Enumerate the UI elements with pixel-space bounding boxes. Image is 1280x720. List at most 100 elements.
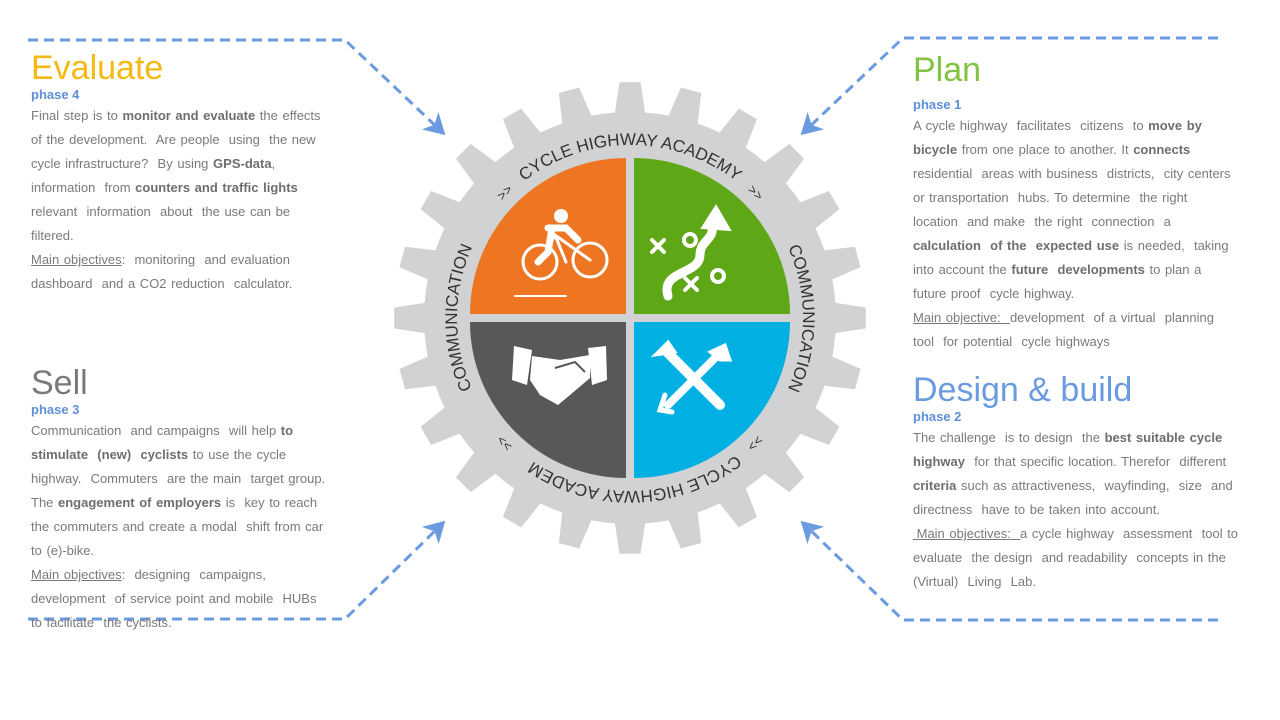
text-line: Main objectives: a cycle highway assessm… [913,522,1263,546]
text-line: development of service point and mobile … [31,587,371,611]
connector-plan [800,36,1218,136]
text-line: evaluate the design and readability conc… [913,546,1263,570]
text-line: Main objectives: monitoring and evaluati… [31,248,371,272]
text-segment: future proof cycle highway. [913,286,1075,301]
bold-text: move by [1148,118,1202,133]
text-segment: information from [31,180,136,195]
phase-label: phase 1 [913,97,962,112]
text-segment: for that specific location. Therefor dif… [965,454,1227,469]
text-segment: of the development. Are people using the… [31,132,316,147]
text-line: location and make the right connection a [913,210,1263,234]
text-line: criteria such as attractiveness, wayfind… [913,474,1263,498]
bold-text: criteria [913,478,957,493]
bold-text: engagement of employers [58,495,222,510]
text-segment: or transportation hubs. To determine the… [913,190,1188,205]
text-segment: such as attractiveness, wayfinding, size… [956,478,1233,493]
text-segment: location and make the right connection a [913,214,1171,229]
text-segment: development of a virtual planning [1009,310,1214,325]
text-line: residential areas with business district… [913,162,1263,186]
section-body: Communication and campaigns will help to… [31,419,371,635]
text-segment: (Virtual) Living Lab. [913,574,1036,589]
text-segment: relevant information about the use can b… [31,204,291,219]
text-segment: the effects [255,108,321,123]
text-segment: to (e)-bike. [31,543,95,558]
text-segment: Final step is to [31,108,123,123]
text-line: relevant information about the use can b… [31,200,371,224]
text-segment: highway. Commuters are the main target g… [31,471,326,486]
text-segment: filtered. [31,228,74,243]
text-segment: directness have to be taken into account… [913,502,1160,517]
bold-text: counters and traffic lights [135,180,298,195]
bold-text: future developments [1011,262,1145,277]
text-segment: A cycle highway facilitates citizens to [913,118,1149,133]
text-line: stimulate (new) cyclists to use the cycl… [31,443,371,467]
text-line: highway. Commuters are the main target g… [31,467,371,491]
text-line: Main objectives: designing campaigns, [31,563,371,587]
text-line: Communication and campaigns will help to [31,419,371,443]
section-evaluate: Evaluate phase 4 Final step is to monito… [31,50,371,296]
phase-label: phase 3 [31,402,80,417]
text-segment: : designing campaigns, [121,567,266,582]
text-line: The engagement of employers is key to re… [31,491,371,515]
text-segment: to facilitate the cyclists. [31,615,172,630]
connector-design [800,520,1218,622]
text-segment: , [271,156,276,171]
section-title: Design & build [913,371,1133,409]
text-line: tool for potential cycle highways [913,330,1263,354]
text-line: of the development. Are people using the… [31,128,371,152]
text-line: or transportation hubs. To determine the… [913,186,1263,210]
phase-label: phase 4 [31,87,80,102]
text-line: directness have to be taken into account… [913,498,1263,522]
bold-text: stimulate (new) cyclists [31,447,189,462]
bold-text: connects [1133,142,1191,157]
bold-text: to [280,423,294,438]
strategy-plan-icon [650,204,732,301]
handshake-icon [512,346,607,405]
text-line: (Virtual) Living Lab. [913,570,1263,594]
underlined-label: Main objectives [31,252,122,267]
text-segment: to plan a [1144,262,1202,277]
bold-text: monitor and evaluate [122,108,256,123]
text-line: dashboard and a CO2 reduction calculator… [31,272,371,296]
text-segment: to use the cycle [188,447,287,462]
bold-text: bicycle [913,142,958,157]
wrench-screwdriver-icon [650,339,733,415]
section-title: Plan [913,51,982,89]
underlined-label: Main objective: [913,310,1010,325]
text-line: future proof cycle highway. [913,282,1263,306]
text-segment: : monitoring and evaluation [121,252,290,267]
section-body: Final step is to monitor and evaluate th… [31,104,371,296]
gear-shape [394,82,866,554]
text-line: The challenge is to design the best suit… [913,426,1263,450]
text-segment: tool for potential cycle highways [913,334,1110,349]
connector-evaluate [28,38,446,136]
section-body: The challenge is to design the best suit… [913,426,1263,594]
underlined-label: Main objectives: [913,526,1021,541]
section-title: Evaluate [31,49,164,87]
text-line: filtered. [31,224,371,248]
text-segment: dashboard and a CO2 reduction calculator… [31,276,293,291]
text-segment: evaluate the design and readability conc… [913,550,1226,565]
text-segment: from one place to another. It [957,142,1134,157]
text-line: highway for that specific location. Ther… [913,450,1263,474]
text-segment: cycle infrastructure? By using [31,156,214,171]
text-segment: the commuters and create a modal shift f… [31,519,324,534]
text-line: to (e)-bike. [31,539,371,563]
text-line: cycle infrastructure? By using GPS-data, [31,152,371,176]
text-line: the commuters and create a modal shift f… [31,515,371,539]
text-line: calculation of the expected use is neede… [913,234,1263,258]
text-line: into account the future developments to … [913,258,1263,282]
text-line: A cycle highway facilitates citizens to … [913,114,1263,138]
cyclist-icon [514,209,609,297]
connector-sell [28,520,446,621]
text-segment: The [31,495,59,510]
text-segment: is key to reach [221,495,318,510]
text-segment: is needed, taking [1119,238,1229,253]
text-segment: development of service point and mobile … [31,591,317,606]
text-line: information from counters and traffic li… [31,176,371,200]
section-design-build: Design & build phase 2 The challenge is … [913,372,1263,594]
underlined-label: Main objectives [31,567,122,582]
text-segment: into account the [913,262,1012,277]
